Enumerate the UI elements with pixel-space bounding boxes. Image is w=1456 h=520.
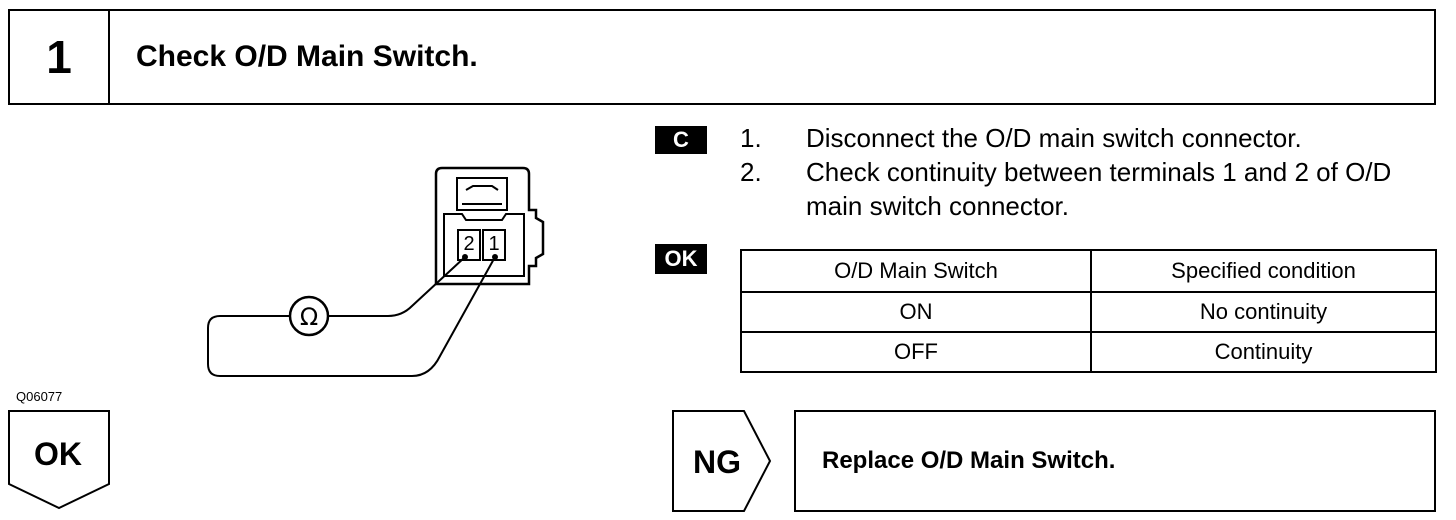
figure-code: Q06077 [16,389,63,404]
ohmmeter-icon [288,295,330,337]
ohm-symbol: Ω [300,303,318,331]
ng-action-box: Replace O/D Main Switch. [794,410,1436,512]
instruction-number: 1. [740,123,762,153]
right-arrow-shape [672,410,772,512]
terminal-2-label: 2 [463,233,474,255]
instruction-list: 1. Disconnect the O/D main switch connec… [740,121,1450,223]
step-title: Check O/D Main Switch. [136,40,478,73]
table-cell: Continuity [1090,331,1437,373]
ng-label: NG [693,444,741,480]
table-cell: ON [740,291,1092,333]
ok-badge: OK [655,244,707,274]
step-number: 1 [10,11,110,103]
step-header: 1 Check O/D Main Switch. [8,9,1436,105]
ng-result-arrow: NG [672,410,772,512]
ok-label: OK [34,436,82,472]
down-arrow-shape [8,410,110,510]
table-row: OFF Continuity [740,331,1437,373]
column-header: O/D Main Switch [740,249,1092,293]
instruction-item: 2. Check continuity between terminals 1 … [740,155,1450,223]
check-badge: C [655,126,707,154]
table-header-row: O/D Main Switch Specified condition [740,249,1437,293]
instruction-item: 1. Disconnect the O/D main switch connec… [740,121,1450,155]
instruction-number: 2. [740,157,762,187]
column-header: Specified condition [1090,249,1437,293]
table-row: ON No continuity [740,291,1437,333]
connector-diagram: 2 1 Ω [207,166,545,377]
spec-table: O/D Main Switch Specified condition ON N… [740,249,1437,373]
instruction-text: Check continuity between terminals 1 and… [806,157,1392,221]
table-cell: No continuity [1090,291,1437,333]
table-cell: OFF [740,331,1092,373]
terminal-1-label: 1 [488,233,499,255]
instruction-text: Disconnect the O/D main switch connector… [806,123,1302,153]
ok-result-arrow: OK [8,410,110,510]
